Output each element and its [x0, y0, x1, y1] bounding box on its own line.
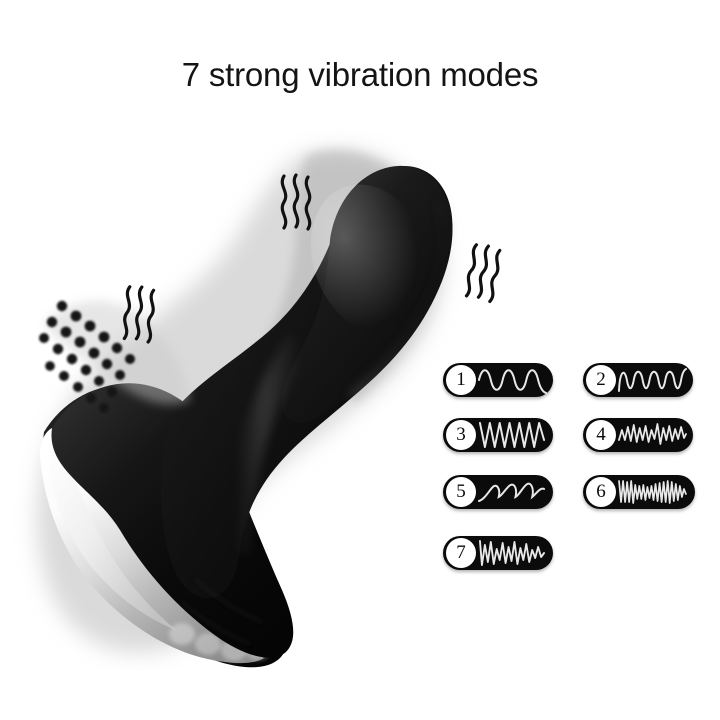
mode-badge-7[interactable]: 7 [443, 536, 553, 570]
product-image [0, 110, 470, 670]
mode-waveform-6 [617, 475, 690, 509]
vibration-mode-list: 1 2 3 [441, 360, 703, 578]
mode-badge-5[interactable]: 5 [443, 475, 553, 509]
mode-number-3: 3 [446, 420, 476, 450]
mode-number-7: 7 [446, 538, 476, 568]
mode-waveform-1 [477, 363, 548, 397]
mode-badge-6[interactable]: 6 [583, 475, 695, 509]
mode-waveform-7 [477, 536, 548, 570]
page-title: 7 strong vibration modes [181, 56, 539, 93]
mode-waveform-5 [477, 475, 548, 509]
vibration-mark-head [276, 172, 318, 232]
rounded-head [281, 165, 453, 423]
mode-number-1: 1 [446, 365, 476, 395]
mode-badge-4[interactable]: 4 [583, 418, 693, 452]
mode-number-5: 5 [446, 477, 476, 507]
head-rim-light [348, 199, 453, 403]
textured-nub-pad [39, 300, 190, 413]
mode-waveform-3 [477, 418, 548, 452]
vibration-mark-right [462, 243, 508, 305]
mode-waveform-2 [617, 363, 688, 397]
mode-waveform-4 [617, 418, 688, 452]
mode-number-6: 6 [586, 477, 616, 507]
mode-badge-3[interactable]: 3 [443, 418, 553, 452]
vibration-mark-nubs [118, 284, 162, 344]
mode-badge-1[interactable]: 1 [443, 363, 553, 397]
mode-badge-2[interactable]: 2 [583, 363, 693, 397]
body-creases [181, 579, 263, 645]
shaft-specular [223, 332, 311, 555]
mode-number-4: 4 [586, 420, 616, 450]
mode-number-2: 2 [586, 365, 616, 395]
